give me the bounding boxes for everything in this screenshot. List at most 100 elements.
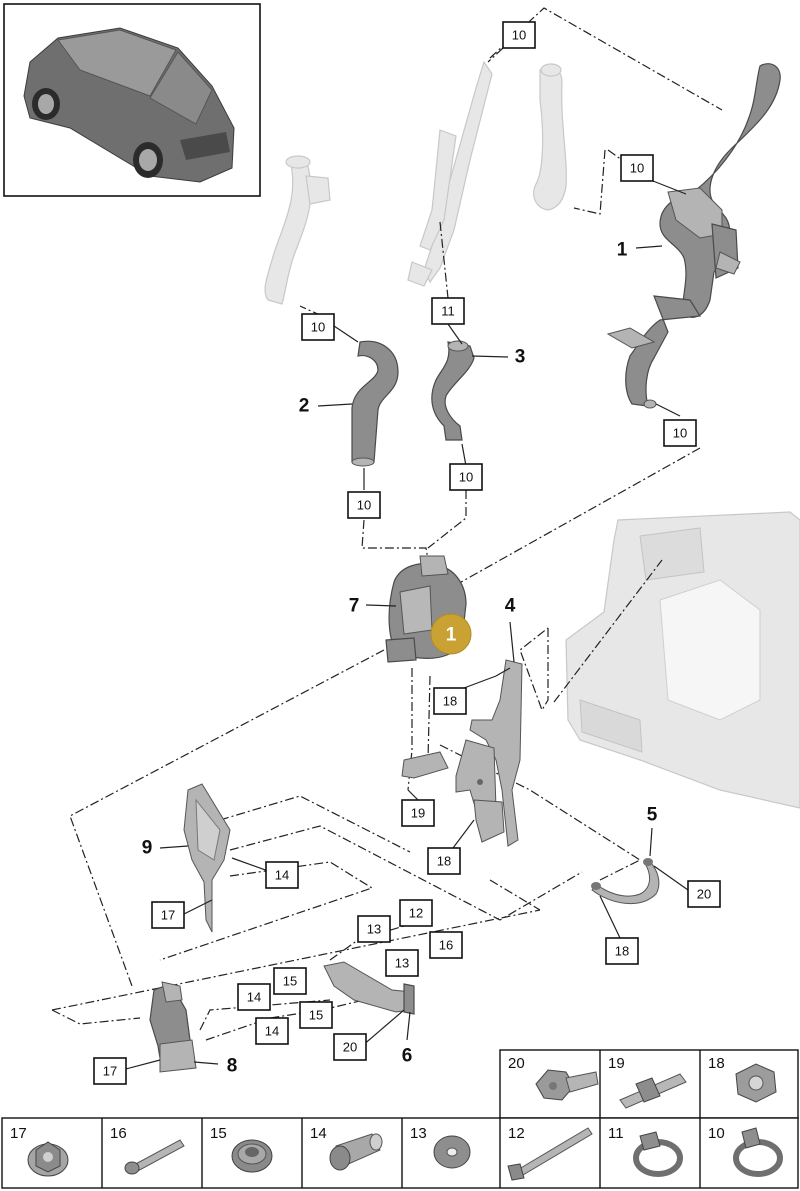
callout-box: 18 (433, 687, 467, 715)
ghost-hose-right (533, 63, 567, 211)
callout-box: 19 (401, 799, 435, 827)
svg-text:10: 10 (512, 28, 526, 43)
svg-text:11: 11 (608, 1125, 624, 1142)
callout-box: 14 (255, 1017, 289, 1045)
long-bolt-icon (507, 1127, 593, 1181)
callout-box: 18 (427, 847, 461, 875)
callout-box: 20 (687, 880, 721, 908)
svg-text:18: 18 (443, 694, 457, 709)
washer-icon (433, 1135, 471, 1169)
connection-lines (51, 7, 723, 1041)
svg-text:15: 15 (283, 974, 297, 989)
svg-text:9: 9 (142, 838, 153, 859)
callout-box: 14 (265, 861, 299, 889)
svg-text:10: 10 (708, 1125, 725, 1142)
svg-text:11: 11 (441, 304, 455, 319)
part-1-coolant-hose (606, 63, 781, 409)
svg-text:14: 14 (247, 990, 261, 1005)
hex-nut-icon (735, 1063, 777, 1103)
callout-box: 10 (502, 21, 536, 49)
svg-text:13: 13 (367, 922, 381, 937)
vehicle-overview (3, 3, 261, 197)
svg-text:19: 19 (411, 806, 425, 821)
callout-box: 13 (357, 915, 391, 943)
svg-text:1: 1 (617, 240, 628, 261)
callout-box: 12 (399, 899, 433, 927)
callout-box: 10 (663, 419, 697, 447)
ghost-body-frame (565, 511, 800, 809)
svg-text:7: 7 (349, 596, 360, 617)
svg-text:13: 13 (395, 956, 409, 971)
ghost-pipe-frame (407, 60, 493, 287)
svg-text:2: 2 (299, 396, 310, 417)
callout-box: 18 (605, 937, 639, 965)
svg-text:20: 20 (343, 1040, 357, 1055)
part-3-hose (431, 340, 475, 441)
callout-box: 10 (347, 491, 381, 519)
svg-text:16: 16 (110, 1125, 127, 1142)
svg-text:20: 20 (697, 887, 711, 902)
svg-text:17: 17 (103, 1064, 117, 1079)
position-labels: 1 2 3 4 5 6 7 8 9 (142, 240, 658, 1077)
svg-text:10: 10 (459, 470, 473, 485)
svg-text:14: 14 (310, 1125, 327, 1142)
callout-box: 14 (237, 983, 271, 1011)
svg-text:5: 5 (647, 805, 658, 826)
hex-bolt-icon (535, 1069, 599, 1101)
suv-thumbnail-icon (23, 27, 235, 183)
svg-text:15: 15 (210, 1125, 227, 1142)
callout-box: 10 (620, 154, 654, 182)
ghost-hose-left (264, 155, 331, 305)
svg-text:12: 12 (508, 1125, 525, 1142)
spacer-sleeve-icon (329, 1133, 383, 1171)
part-5-clamp (591, 858, 660, 905)
svg-text:18: 18 (437, 854, 451, 869)
grommet-icon (231, 1139, 273, 1173)
part-4-bracket (401, 659, 523, 847)
part-9-heat-shield (183, 783, 231, 933)
leader-lines (121, 180, 689, 1071)
svg-text:14: 14 (275, 868, 289, 883)
part-2-hose (351, 340, 399, 467)
callout-box: 10 (449, 463, 483, 491)
svg-text:19: 19 (608, 1055, 625, 1072)
spring-clamp-icon (733, 1127, 783, 1177)
stud-bolt-icon (619, 1073, 687, 1109)
svg-text:10: 10 (630, 161, 644, 176)
callout-box: 15 (273, 967, 307, 995)
svg-text:1: 1 (446, 625, 457, 646)
svg-text:13: 13 (410, 1125, 427, 1142)
svg-text:10: 10 (673, 426, 687, 441)
part-8-valve (149, 981, 197, 1073)
svg-text:20: 20 (508, 1055, 525, 1072)
callout-box: 13 (385, 949, 419, 977)
callout-box: 16 (429, 931, 463, 959)
svg-text:14: 14 (265, 1024, 279, 1039)
highlight-marker[interactable]: 1 (430, 613, 472, 655)
callout-box: 17 (151, 901, 185, 929)
part-6-bracket (323, 961, 415, 1015)
callout-boxes: 10 10 10 11 10 10 10 18 19 18 14 17 13 1… (93, 21, 721, 1085)
svg-text:17: 17 (10, 1125, 27, 1142)
callout-box: 15 (299, 1001, 333, 1029)
svg-text:3: 3 (515, 347, 526, 368)
svg-text:6: 6 (402, 1046, 413, 1067)
svg-text:10: 10 (357, 498, 371, 513)
flange-nut-icon (27, 1141, 69, 1177)
svg-text:15: 15 (309, 1008, 323, 1023)
callout-box: 17 (93, 1057, 127, 1085)
svg-text:16: 16 (439, 938, 453, 953)
svg-text:10: 10 (311, 320, 325, 335)
svg-text:12: 12 (409, 906, 423, 921)
svg-text:18: 18 (708, 1055, 725, 1072)
legend-table: 20 19 18 17 16 15 14 13 12 11 10 (1, 1049, 799, 1189)
svg-text:4: 4 (505, 596, 516, 617)
callout-box: 20 (333, 1033, 367, 1061)
svg-text:17: 17 (161, 908, 175, 923)
long-screw-icon (124, 1139, 185, 1175)
svg-text:8: 8 (227, 1056, 238, 1077)
hose-clamp-icon (633, 1131, 683, 1177)
svg-text:18: 18 (615, 944, 629, 959)
callout-box: 10 (301, 313, 335, 341)
